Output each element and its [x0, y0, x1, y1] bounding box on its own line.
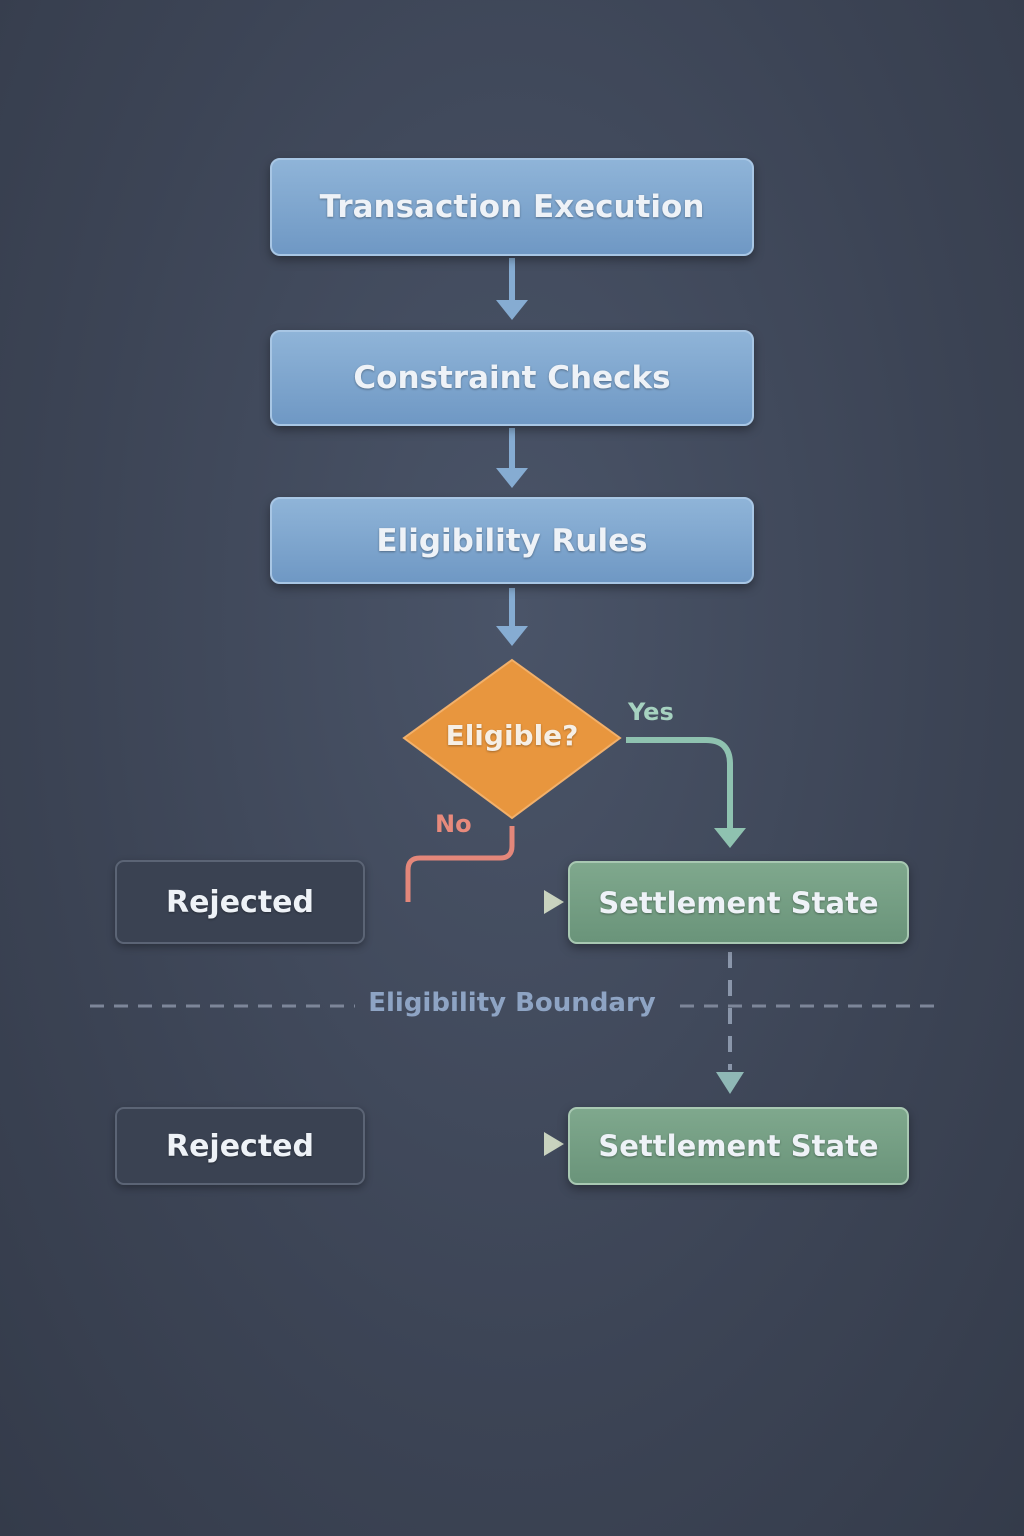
eligibility-boundary-label: Eligibility Boundary — [368, 988, 656, 1018]
settlement-label: Settlement State — [598, 1129, 879, 1163]
arrow-exec-to-constraints — [496, 258, 528, 320]
arrow-rules-to-decision — [496, 588, 528, 646]
no-label: No — [435, 810, 472, 838]
rejected-label: Rejected — [165, 884, 315, 920]
settlement-box-lower: Settlement State — [568, 1107, 909, 1185]
arrow-rejected-to-settlement-lower — [372, 1132, 564, 1156]
decision-diamond — [402, 658, 622, 820]
settlement-label: Settlement State — [598, 885, 879, 920]
rejected-box-upper: Rejected — [115, 860, 365, 944]
rejected-label: Rejected — [165, 1128, 315, 1164]
no-path-arrow — [405, 826, 515, 902]
step-label: Constraint Checks — [353, 360, 671, 396]
rejected-box-lower: Rejected — [115, 1107, 365, 1185]
settlement-box-upper: Settlement State — [568, 861, 909, 944]
step-constraint-checks: Constraint Checks — [270, 330, 754, 426]
step-label: Transaction Execution — [319, 189, 705, 225]
step-eligibility-rules: Eligibility Rules — [270, 497, 754, 584]
step-transaction-execution: Transaction Execution — [270, 158, 754, 256]
arrow-constraints-to-rules — [496, 428, 528, 488]
yes-label: Yes — [628, 698, 674, 726]
decision-label: Eligible? — [445, 719, 579, 752]
dashed-vertical-connector — [716, 952, 744, 1094]
arrow-rejected-to-settlement-upper — [372, 890, 564, 914]
yes-path-arrow — [626, 737, 746, 848]
step-label: Eligibility Rules — [376, 522, 648, 559]
